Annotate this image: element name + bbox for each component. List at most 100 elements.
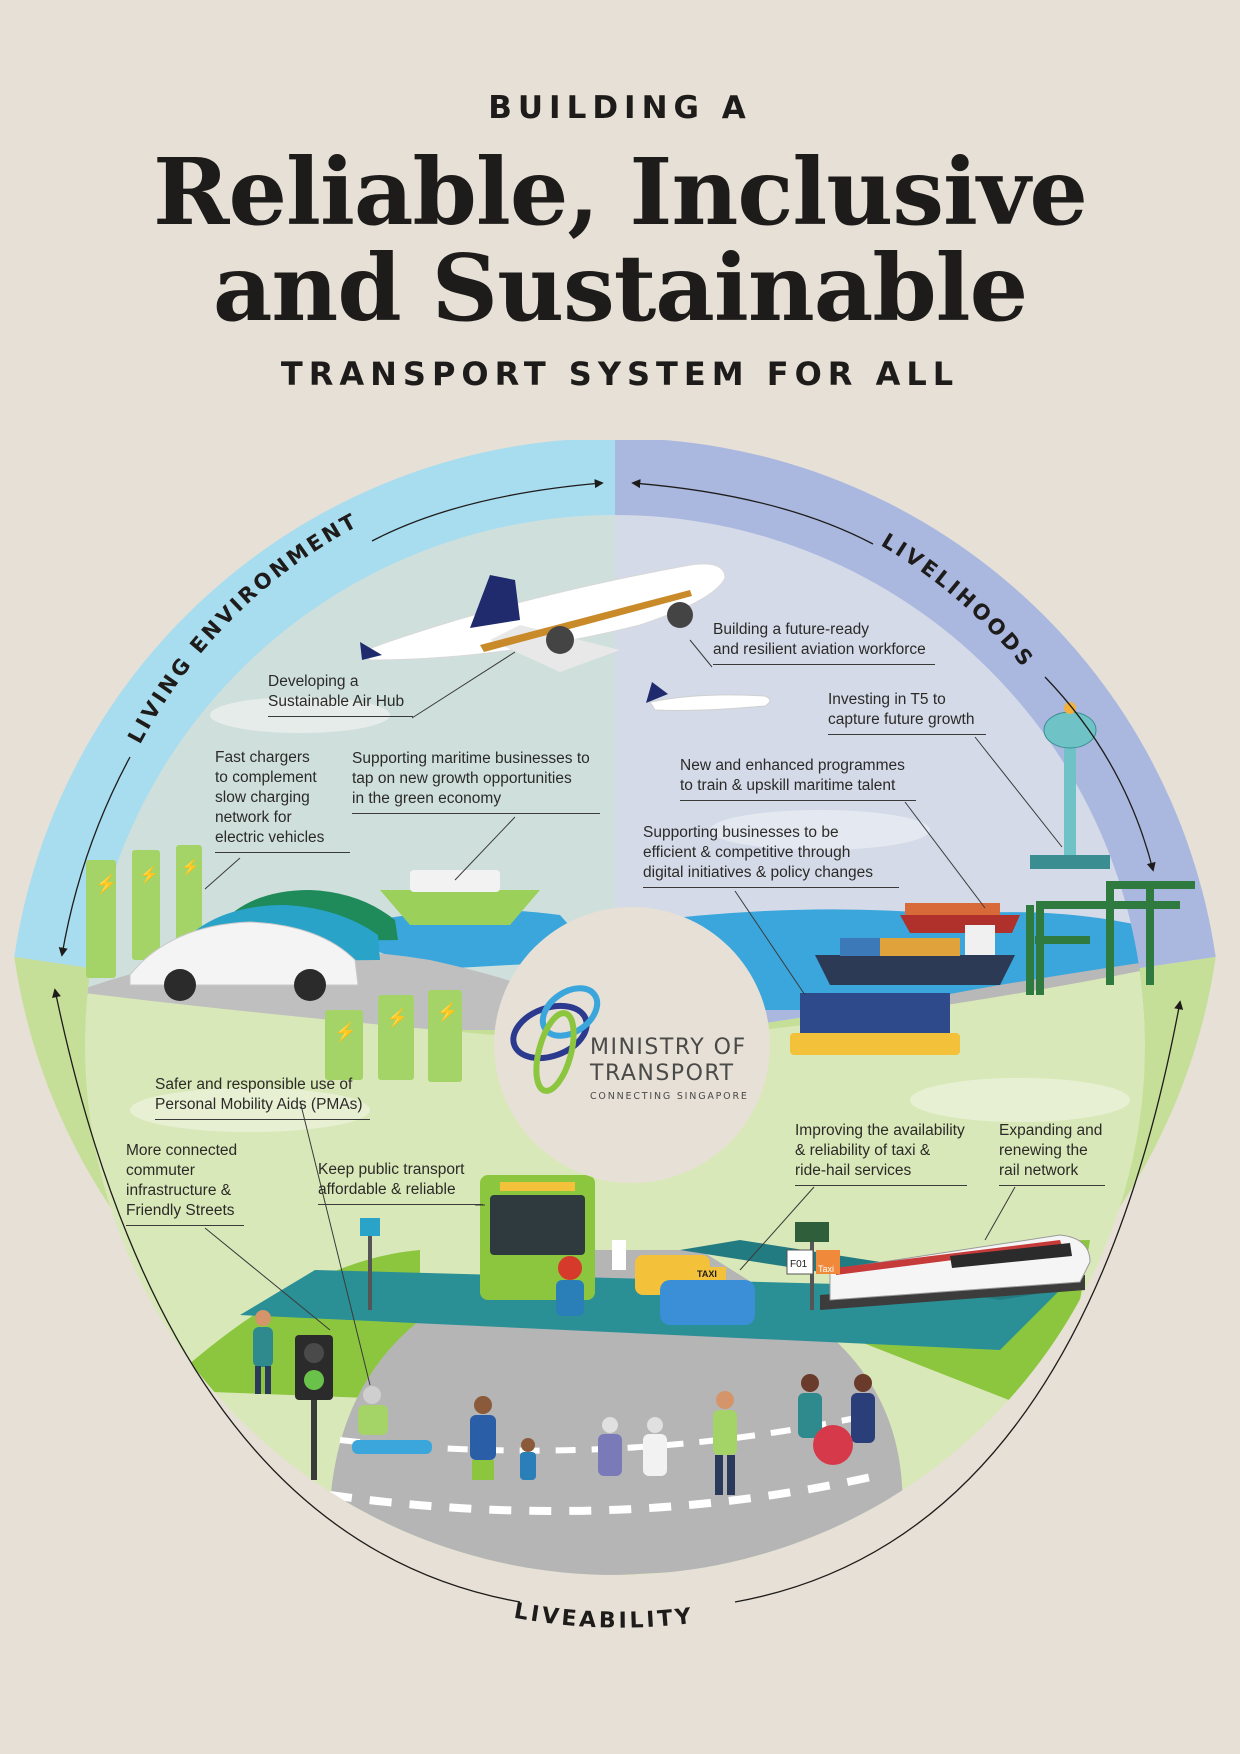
pedestrians: [253, 1310, 875, 1495]
leader-line: [739, 1186, 815, 1271]
taxi-stand-sign: F01 Taxi: [786, 1222, 840, 1310]
pedestrian: [713, 1391, 737, 1495]
transport-circle-diagram: ⚡ ⚡ ⚡ ⚡ ⚡ ⚡: [14, 440, 1216, 1634]
ev-charger: [378, 995, 414, 1080]
taxi-body: [660, 1280, 755, 1325]
car-wheel: [164, 969, 196, 1001]
arrow-livelihoods-down: [1044, 676, 1156, 872]
ship-hull: [815, 955, 1015, 985]
airplane-tail: [470, 575, 520, 628]
rider-helmet: [558, 1256, 582, 1280]
center-hub: MINISTRY OF TRANSPORT CONNECTING SINGAPO…: [494, 907, 770, 1183]
center-circle: [494, 907, 770, 1183]
pedestrian: [470, 1396, 496, 1480]
car-wheel: [294, 969, 326, 1001]
arrow-living-down: [58, 756, 131, 957]
bus-stop-pole: [368, 1230, 372, 1310]
elderly-pedestrian: [598, 1417, 667, 1476]
ship-containers: [905, 903, 1000, 915]
callout-air-hub: Developing a Sustainable Air Hub: [268, 672, 413, 717]
ev-charger: [325, 1010, 363, 1080]
leader-line: [204, 1227, 331, 1331]
org-name-line-1: MINISTRY OF: [590, 1035, 747, 1060]
taxi-roof-sign: [692, 1267, 726, 1280]
airplane-small: [646, 682, 771, 711]
callout-commuter: More connected commuter infrastructure &…: [126, 1141, 244, 1226]
ev-charger: [428, 990, 462, 1082]
ship-bridge: [965, 925, 995, 955]
kicker-building-a: BUILDING A: [488, 90, 752, 126]
road-lane-mark: [612, 1240, 626, 1270]
ship-hull: [900, 915, 1020, 933]
car-white: [129, 921, 359, 986]
bus-stop-sign: [360, 1218, 380, 1310]
callout-fast-chargers: Fast chargers to complement slow chargin…: [215, 748, 350, 853]
lightning-icon: ⚡: [386, 1007, 408, 1029]
taxi-sign-text: TAXI: [697, 1269, 717, 1279]
tower-base: [1030, 855, 1110, 869]
traffic-light-green: [304, 1370, 324, 1390]
pedestrian: [798, 1374, 822, 1438]
leader-line: [904, 801, 986, 909]
org-name-line-2: TRANSPORT: [589, 1061, 735, 1086]
leader-line: [204, 857, 241, 890]
airplane-engine: [546, 626, 574, 654]
ev-charger: [176, 845, 202, 945]
callout-taxi: Improving the availability & reliability…: [795, 1121, 967, 1186]
callout-rail: Expanding and renewing the rail network: [999, 1121, 1105, 1186]
train-stripe: [835, 1240, 1062, 1275]
control-tower: [1030, 702, 1110, 869]
leader-line: [689, 639, 713, 668]
callout-public-transport: Keep public transport affordable & relia…: [318, 1160, 483, 1205]
crane: [1106, 881, 1195, 985]
traffic-light-pole: [311, 1390, 317, 1480]
green-ferry: [380, 870, 540, 925]
electric-cars: [129, 890, 398, 1001]
stroller-parent: [813, 1374, 875, 1465]
ev-chargers-top: ⚡ ⚡ ⚡: [86, 845, 202, 978]
leader-line: [734, 890, 806, 996]
inner-scene: [85, 515, 1145, 1575]
lightning-icon: ⚡: [181, 858, 200, 876]
bus-sign: [500, 1182, 575, 1191]
leader-line: [974, 736, 1063, 848]
airplane-stripe: [480, 590, 692, 652]
callout-maritime-talent: New and enhanced programmes to train & u…: [680, 756, 916, 801]
lightning-icon: ⚡: [139, 865, 159, 884]
callout-digital: Supporting businesses to be efficient & …: [643, 823, 899, 888]
leader-line: [984, 1186, 1016, 1241]
callout-t5: Investing in T5 to capture future growth: [828, 690, 986, 735]
kicker-transport-system: TRANSPORT SYSTEM FOR ALL: [280, 355, 960, 393]
rider-body: [556, 1280, 584, 1316]
leader-line: [411, 651, 516, 719]
tower-shaft: [1064, 745, 1076, 860]
container-ships: [815, 903, 1020, 985]
cloud: [210, 697, 390, 733]
airplane-large: [358, 563, 726, 672]
pedestrian-child: [520, 1438, 536, 1480]
arrow-liveability-right: [734, 1000, 1184, 1603]
ev-chargers-bottom: ⚡ ⚡ ⚡: [325, 990, 462, 1082]
cloud: [710, 810, 930, 850]
taxi-stand-text: Taxi: [818, 1264, 834, 1274]
callout-leader-lines: [204, 639, 1063, 1386]
port-cranes: [1026, 881, 1195, 995]
agv-base: [790, 1033, 960, 1055]
ferry-cabin: [410, 870, 500, 892]
cloud: [910, 1078, 1130, 1122]
cycle-arrows: [52, 479, 1184, 1603]
airplane-engine: [667, 602, 693, 628]
ev-charger: [132, 850, 160, 960]
ferry-hull: [380, 890, 540, 925]
bus-windscreen: [490, 1195, 585, 1255]
mrt-train: [820, 1234, 1091, 1310]
arrow-living-to-livelihoods: [371, 479, 604, 542]
sign-pole: [810, 1240, 814, 1310]
pedestrian-traffic-light: [295, 1335, 333, 1480]
cloud: [130, 1088, 370, 1132]
lightning-icon: ⚡: [334, 1021, 356, 1043]
leader-line: [454, 816, 516, 881]
mobility-scooter-user: [352, 1386, 432, 1454]
tower-beacon: [1064, 702, 1076, 714]
airplane-tail-small: [360, 642, 382, 660]
